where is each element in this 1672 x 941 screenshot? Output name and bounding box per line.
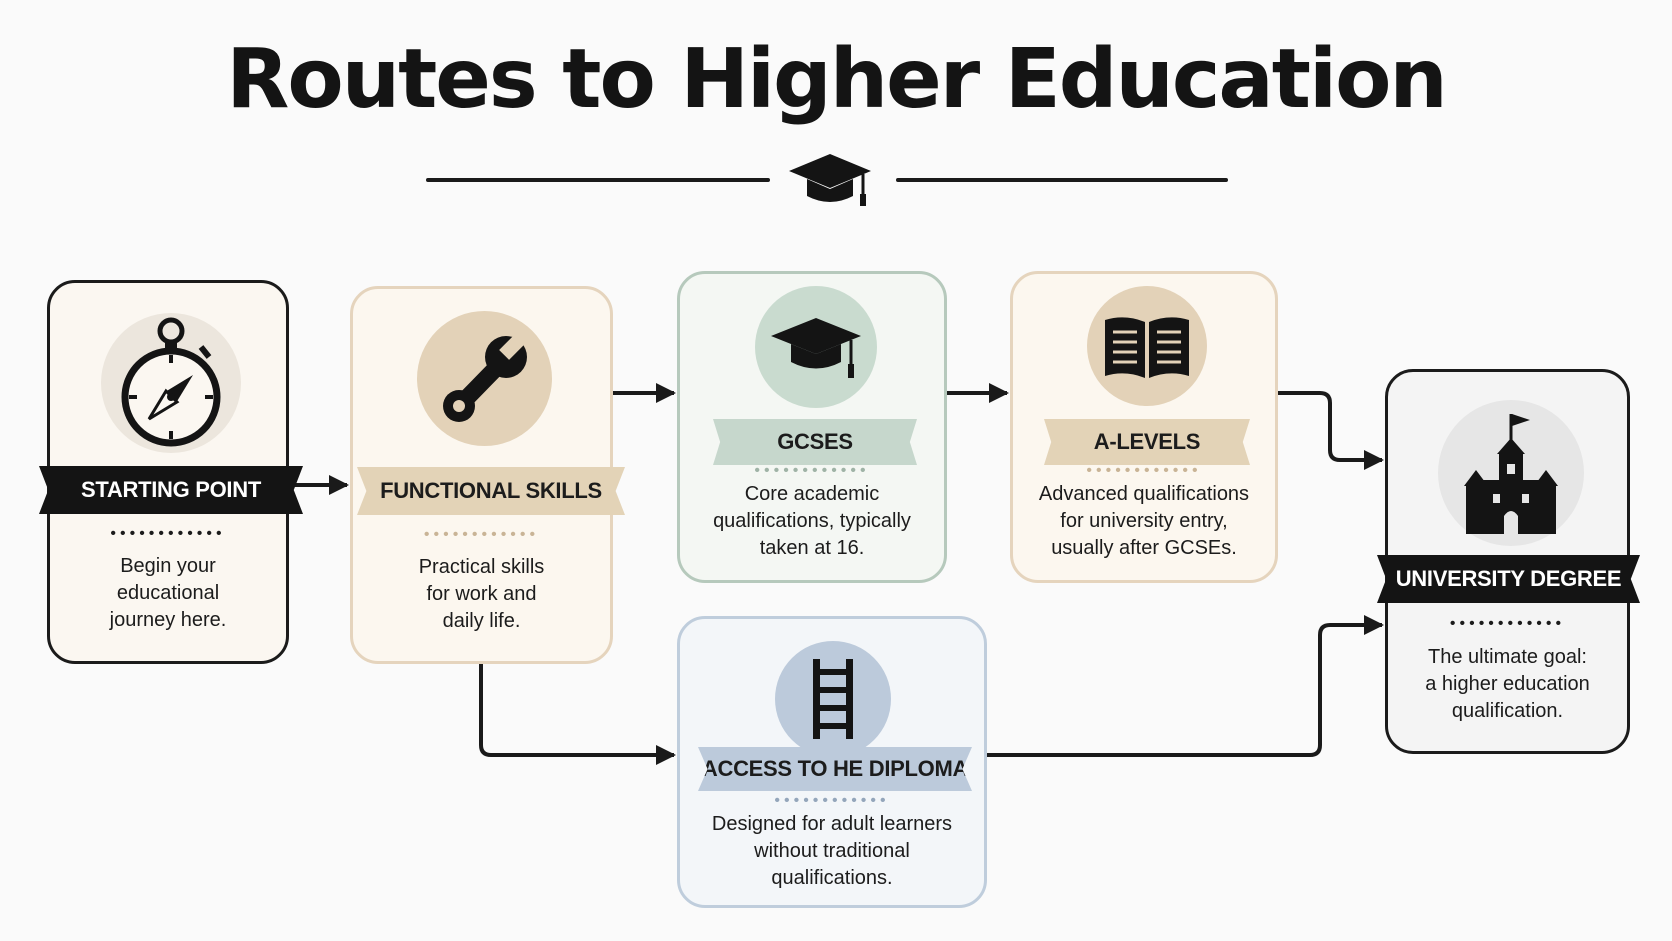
compass-icon: [101, 313, 241, 453]
stage-description: The ultimate goal: a higher education qu…: [1425, 646, 1590, 722]
stage-description: Advanced qualifications for university e…: [1038, 483, 1250, 559]
stage-label-university-degree: UNIVERSITY DEGREE: [1377, 555, 1640, 603]
dotted-divider: ••••••••••••: [754, 462, 870, 479]
stage-description: Designed for adult learners without trad…: [711, 813, 953, 889]
dotted-divider: ••••••••••••: [1086, 462, 1202, 479]
title-rule-left: [426, 178, 770, 182]
ladder-icon: [775, 641, 891, 757]
dotted-divider: ••••••••••••: [774, 792, 890, 809]
castle-icon: [1438, 400, 1584, 546]
wrench-icon: [417, 311, 552, 446]
stage-description: Begin your educational journey here.: [109, 555, 227, 631]
dotted-divider: ••••••••••••: [1449, 615, 1566, 632]
arrow-access-to-university: [987, 615, 1384, 757]
card-a-levels: A-LEVELS •••••••••••• Advanced qualifica…: [1010, 271, 1278, 583]
graduation-cap-icon: [755, 286, 877, 408]
stage-description: Practical skills for work and daily life…: [418, 556, 545, 632]
card-access-to-he-diploma: ACCESS TO HE DIPLOMA •••••••••••• Design…: [677, 616, 987, 908]
dotted-divider: ••••••••••••: [110, 525, 226, 542]
card-gcses: GCSES •••••••••••• Core academic qualifi…: [677, 271, 947, 583]
stage-label-a-levels: A-LEVELS: [1044, 419, 1250, 465]
card-university-degree: UNIVERSITY DEGREE •••••••••••• The ultim…: [1377, 369, 1640, 754]
stage-label-access-to-he-diploma: ACCESS TO HE DIPLOMA: [698, 747, 972, 791]
stage-label-starting-point: STARTING POINT: [39, 466, 303, 514]
stage-label-gcses: GCSES: [713, 419, 917, 465]
card-functional-skills: FUNCTIONAL SKILLS •••••••••••• Practical…: [350, 286, 625, 664]
arrow-functional-to-access: [479, 664, 676, 765]
open-book-icon: [1087, 286, 1207, 406]
stage-label-functional-skills: FUNCTIONAL SKILLS: [357, 467, 625, 515]
title-rule-right: [896, 178, 1228, 182]
stage-description: Core academic qualifications, typically …: [713, 483, 911, 559]
dotted-divider: ••••••••••••: [423, 526, 540, 543]
card-starting-point: STARTING POINT •••••••••••• Begin your e…: [39, 280, 303, 664]
graduation-cap-icon: [789, 154, 871, 206]
arrow-alevels-to-university: [1278, 391, 1384, 470]
page-title: Routes to Higher Education: [226, 32, 1448, 127]
